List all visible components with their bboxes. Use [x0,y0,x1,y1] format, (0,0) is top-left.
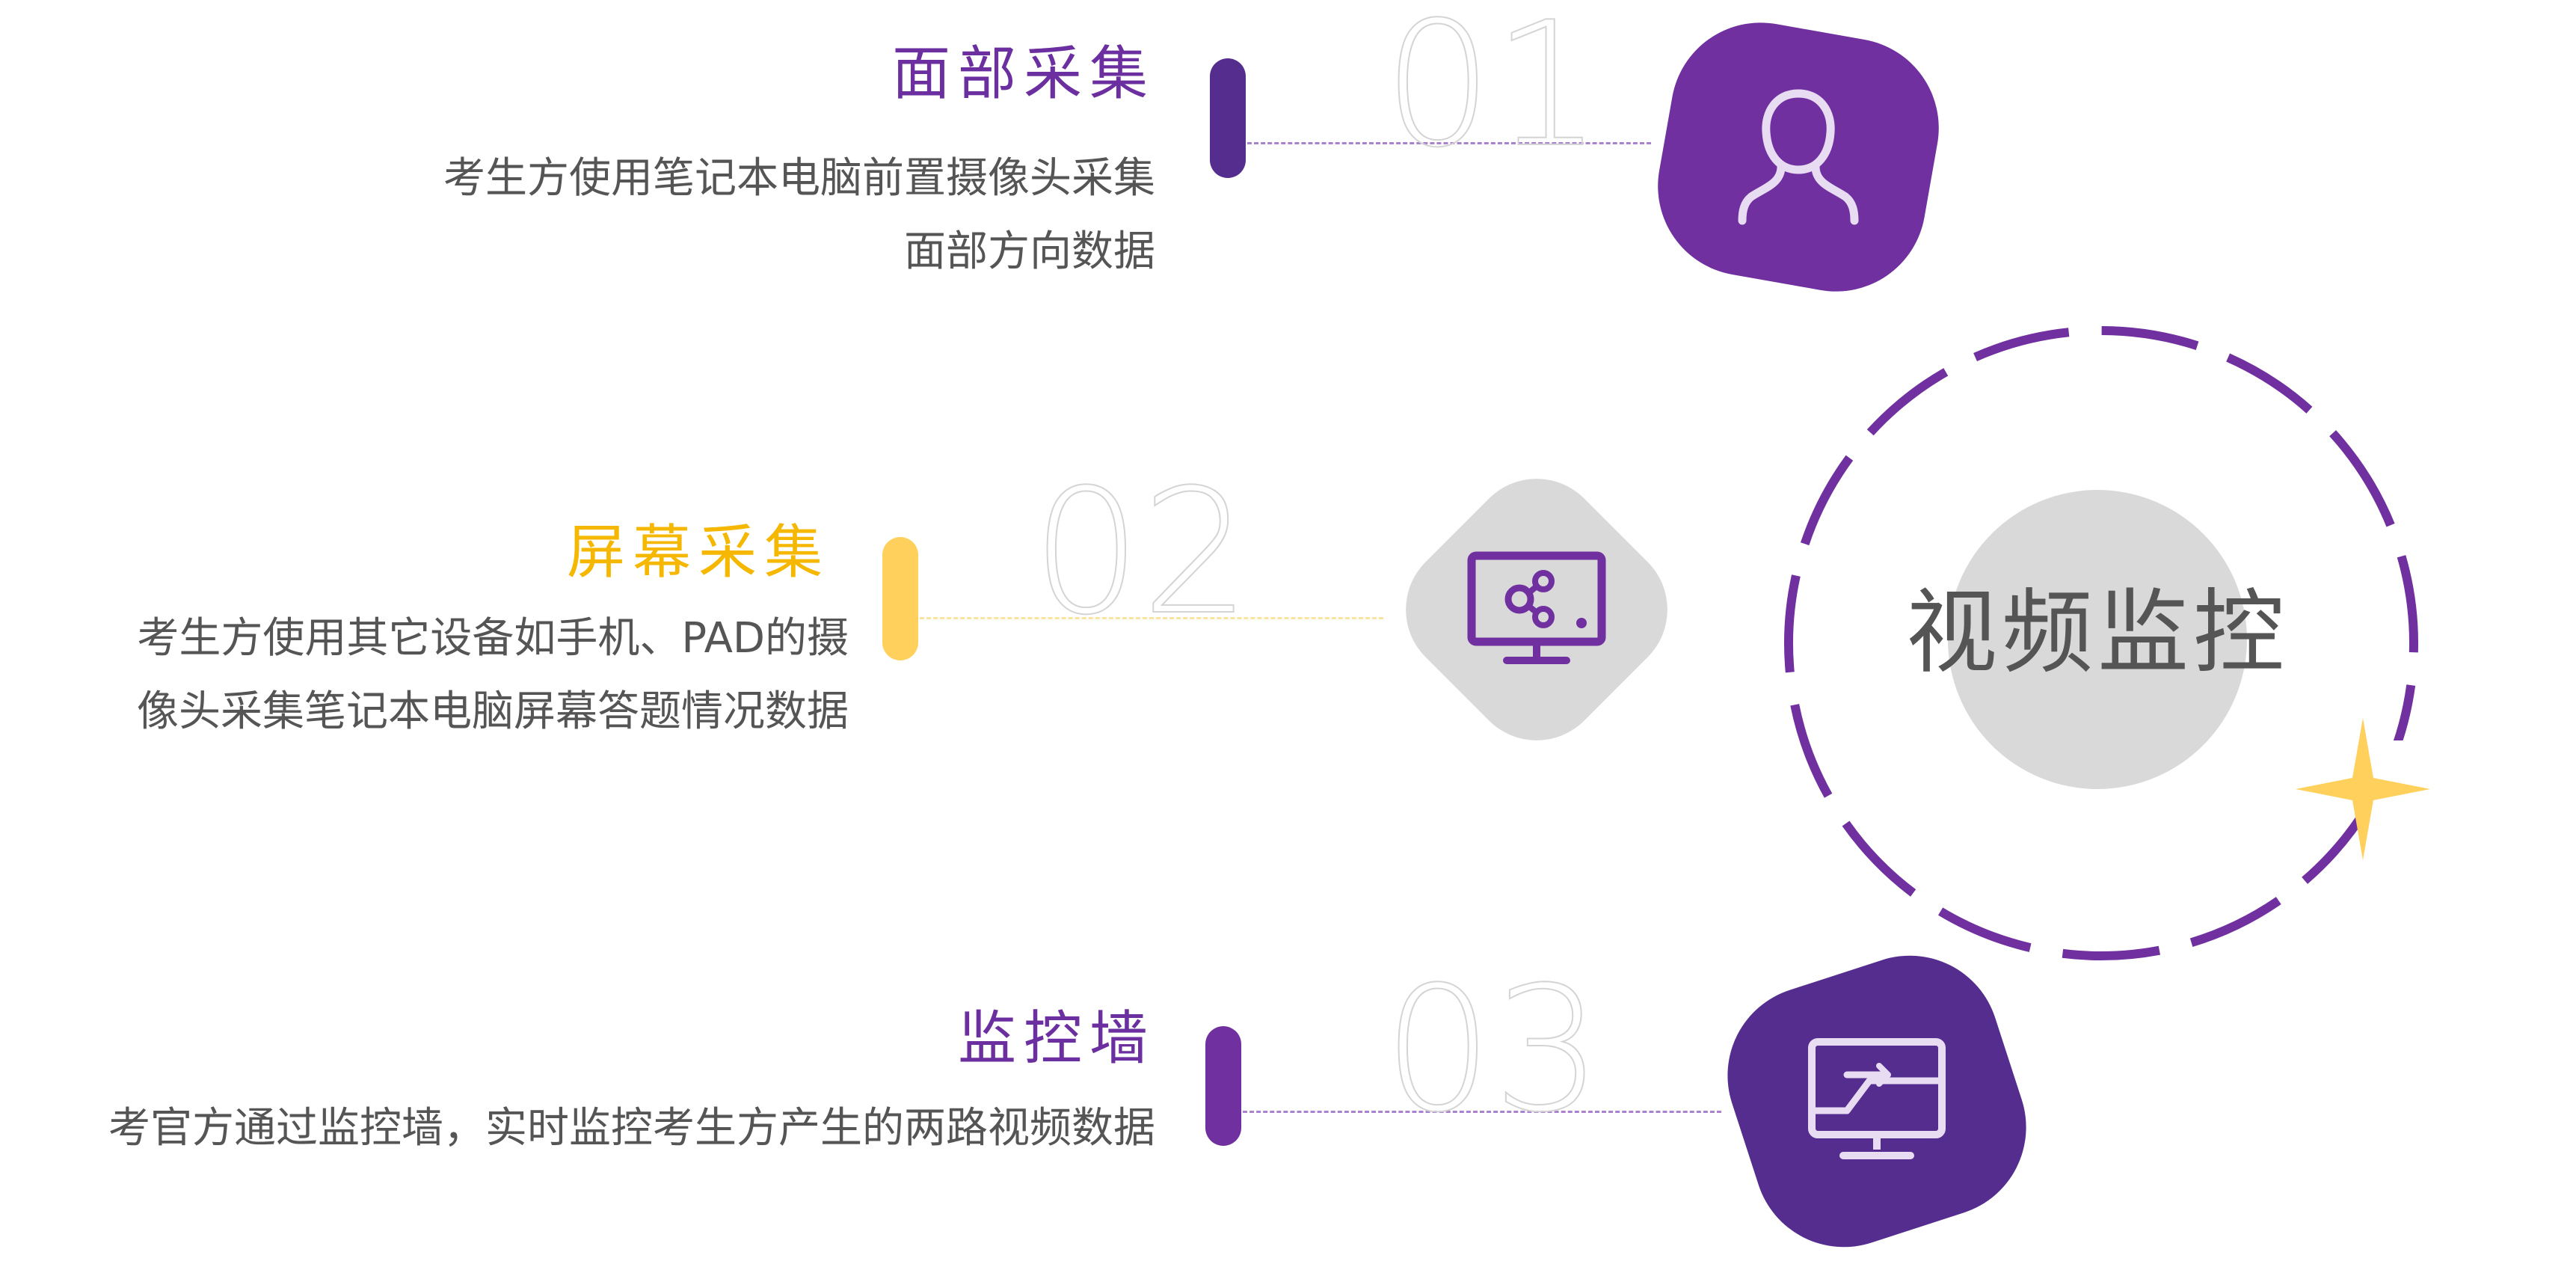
item-1-icon-tile [1644,8,1953,306]
item-2-desc-line-1: 考生方使用其它设备如手机、PAD的摄 [137,614,849,663]
center-circle [1948,490,2247,789]
item-1-dashed-line [1247,142,1651,144]
item-1-description: 考生方使用笔记本电脑前置摄像头采集 面部方向数据 [443,142,1155,289]
item-2-number: 02 [1031,453,1252,653]
item-1-title: 面部采集 [891,40,1155,108]
person-icon [1738,89,1859,225]
center-label: 视频监控 [1906,580,2289,686]
item-2-desc-line-2: 像头采集笔记本电脑屏幕答题情况数据 [137,687,849,736]
item-3-dashed-line [1243,1111,1721,1113]
item-2-icon-tile [1377,450,1696,769]
item-1-number: 01 [1383,0,1603,185]
item-3-icon-tile [1704,932,2050,1270]
item-1-bar [1210,58,1246,178]
item-2-bar [882,537,918,660]
item-2-dashed-line [920,617,1383,619]
item-2-description: 考生方使用其它设备如手机、PAD的摄 像头采集笔记本电脑屏幕答题情况数据 [137,602,849,749]
item-3-bar [1205,1026,1241,1146]
monitor-share-icon [1467,551,1606,664]
item-2-title: 屏幕采集 [566,519,830,586]
item-1-desc-line-2: 面部方向数据 [904,227,1155,276]
item-1-desc-line-1: 考生方使用笔记本电脑前置摄像头采集 [443,154,1155,203]
item-3-description: 考官方通过监控墙，实时监控考生方产生的两路视频数据 [108,1092,1155,1165]
sparkle-star-icon [2296,718,2430,860]
monitor-wall-icon [1808,1038,1946,1159]
item-3-desc-line-1: 考官方通过监控墙，实时监控考生方产生的两路视频数据 [108,1104,1155,1153]
item-3-title: 监控墙 [957,1005,1155,1073]
item-3-number: 03 [1383,951,1603,1150]
